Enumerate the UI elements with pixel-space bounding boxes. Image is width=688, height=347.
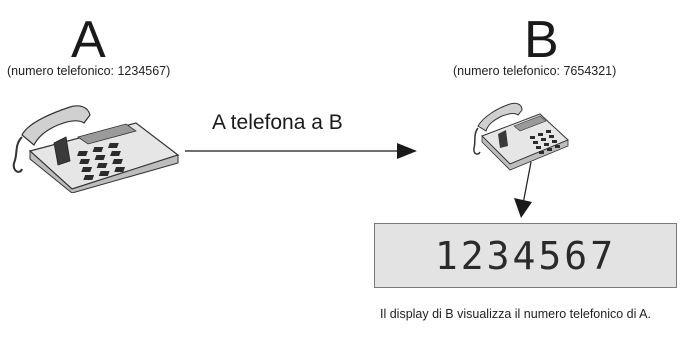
callee-phone-number: (numero telefonico: 7654321): [453, 64, 617, 78]
caller-phone-number: (numero telefonico: 1234567): [7, 64, 171, 78]
callee-letter-b: B: [524, 11, 559, 69]
phone-display: 1234567: [374, 223, 677, 288]
caption: Il display di B visualizza il numero tel…: [380, 307, 651, 321]
arrow-down-icon: [514, 161, 532, 218]
arrow-right-icon: [185, 143, 417, 159]
desk-phone-icon: [12, 105, 180, 193]
desk-phone-icon: [473, 102, 569, 171]
caller-letter-a: A: [71, 11, 106, 69]
display-number: 1234567: [434, 233, 617, 278]
call-label: A telefona a B: [212, 111, 343, 134]
